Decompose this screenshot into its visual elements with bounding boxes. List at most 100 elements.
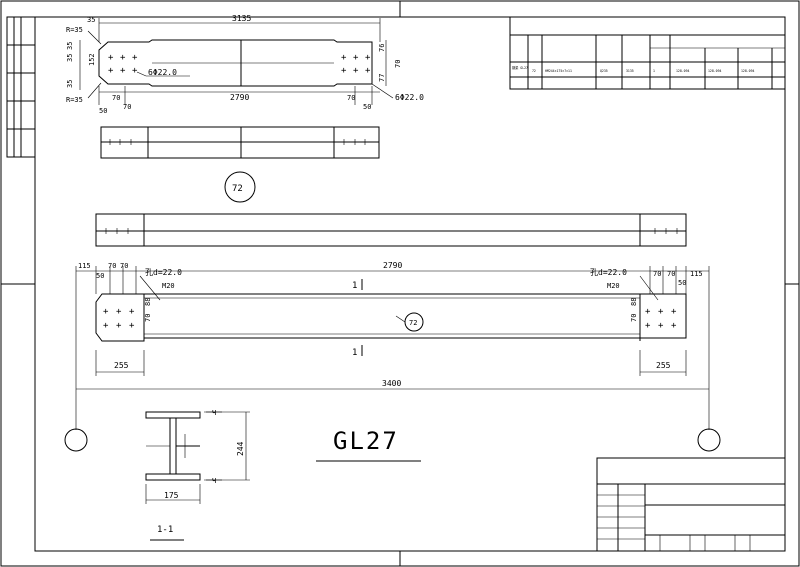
- table-cell-name: 钢梁 GL27: [512, 65, 528, 70]
- title-block: [596, 457, 786, 552]
- svg-text:+: +: [129, 321, 135, 331]
- grid-axis-right: [697, 428, 721, 452]
- svg-text:+: +: [108, 53, 114, 63]
- beam-dim-right-0: 70: [653, 270, 661, 278]
- plate-dim-left-2: 152: [88, 53, 96, 66]
- svg-text:+: +: [658, 307, 664, 317]
- plate-dim-left-1: 35: [66, 54, 74, 62]
- svg-text:+: +: [103, 307, 109, 317]
- beam-dim-right-3: 50: [678, 279, 686, 287]
- beam-vdim-right-0: 88: [630, 298, 638, 306]
- plate-dim-right-1: 70: [394, 60, 402, 68]
- plate-radius-top: R=35: [66, 26, 83, 34]
- plate-dim-bottom-3: 70: [347, 94, 355, 102]
- table-cell-weight-2: 128.094: [708, 69, 722, 73]
- beam-dim-left-1: 70: [108, 262, 116, 270]
- part-number-bubble: 72: [224, 171, 256, 203]
- svg-text:+: +: [365, 66, 371, 76]
- beam-part-number: 72: [409, 319, 417, 327]
- plate-dim-bottom-2: 50: [99, 107, 107, 115]
- plate-radius-bottom: R=35: [66, 96, 83, 104]
- beam-dim-right-2: 115: [690, 270, 703, 278]
- table-cell-weight-3: 128.094: [741, 69, 755, 73]
- beam-bolt-right: M20: [607, 282, 620, 290]
- svg-text:+: +: [353, 53, 359, 63]
- svg-text:+: +: [645, 307, 651, 317]
- plate-top-left-35: 35: [87, 16, 95, 24]
- svg-text:+: +: [645, 321, 651, 331]
- svg-text:+: +: [120, 66, 126, 76]
- material-table: 钢梁 GL27 72 HM244×175×7×11 Q235 3135 1 12…: [509, 16, 786, 90]
- svg-text:+: +: [116, 307, 122, 317]
- beam-hole-note-left: 孔d=22.0: [145, 268, 182, 277]
- plate-dim-bottom-0: 70: [112, 94, 120, 102]
- beam-dim-left-0: 115: [78, 262, 91, 270]
- svg-text:+: +: [132, 53, 138, 63]
- beam-overall-length: 3400: [382, 379, 401, 388]
- grid-axis-left: [64, 428, 88, 452]
- plate-holes-left-label: 6Φ22.0: [148, 68, 177, 77]
- svg-text:+: +: [658, 321, 664, 331]
- table-cell-weight-1: 128.094: [676, 69, 690, 73]
- left-margin-table: [6, 16, 36, 158]
- table-cell-length: 3135: [626, 69, 634, 73]
- section-height: 244: [236, 441, 245, 456]
- svg-text:+: +: [120, 53, 126, 63]
- beam-end-left: 255: [114, 361, 129, 370]
- beam-end-right: 255: [656, 361, 671, 370]
- svg-text:+: +: [129, 307, 135, 317]
- plate-side-view: [100, 126, 380, 159]
- cut-mark-top: 1: [352, 281, 357, 291]
- table-cell-part: 72: [532, 69, 536, 73]
- svg-text:+: +: [108, 66, 114, 76]
- beam-elevation: 115 70 70 50 70 70 115 50 2790 孔d=22.0 孔…: [64, 261, 721, 452]
- plate-dim-right-0: 76: [378, 44, 386, 52]
- svg-text:+: +: [365, 53, 371, 63]
- plate-holes-right-label: 6Φ22.0: [395, 93, 424, 102]
- drawing-title-text: GL27: [333, 427, 399, 455]
- section-1-1: Ч Ч 244 175 1-1: [145, 409, 250, 541]
- beam-dim-left-2: 70: [120, 262, 128, 270]
- table-cell-qty: 1: [653, 69, 655, 73]
- table-cell-material: Q235: [600, 69, 608, 73]
- svg-text:+: +: [132, 66, 138, 76]
- svg-text:Ч: Ч: [212, 409, 216, 417]
- plate-overall-length: 3135: [232, 14, 251, 23]
- plate-dim-left-3: 35: [66, 80, 74, 88]
- plate-dim-bottom-1: 70: [123, 103, 131, 111]
- plate-holes-left: + + + + + +: [108, 53, 138, 76]
- svg-text:+: +: [103, 321, 109, 331]
- beam-top-view: [95, 213, 687, 247]
- section-width: 175: [164, 491, 179, 500]
- beam-bolt-left: M20: [162, 282, 175, 290]
- plate-dim-bottom-4: 50: [363, 103, 371, 111]
- plate-holes-right: + + + + + +: [341, 53, 371, 76]
- svg-text:+: +: [671, 307, 677, 317]
- svg-text:+: +: [341, 66, 347, 76]
- part-number-text: 72: [232, 184, 243, 194]
- svg-text:+: +: [341, 53, 347, 63]
- beam-hole-span: 2790: [383, 261, 402, 270]
- drawing-title: GL27: [316, 427, 421, 462]
- plate-hole-span: 2790: [230, 93, 249, 102]
- beam-holes-left: + + + + + +: [103, 307, 135, 331]
- beam-vdim-left-0: 88: [144, 298, 152, 306]
- section-label: 1-1: [157, 525, 173, 535]
- plate-dim-right-2: 77: [378, 74, 386, 82]
- beam-holes-right: + + + + + +: [645, 307, 677, 331]
- svg-text:+: +: [116, 321, 122, 331]
- beam-vdim-right-1: 70: [630, 314, 638, 322]
- plate-view: 3135 35 +++ +++ +++ +++ R=35 R=35 35 35 …: [66, 14, 424, 115]
- beam-dim-right-1: 70: [667, 270, 675, 278]
- plate-dim-left-0: 35: [66, 42, 74, 50]
- cut-mark-bottom: 1: [352, 348, 357, 358]
- beam-hole-note-right: 孔d=22.0: [590, 268, 627, 277]
- beam-vdim-left-1: 70: [144, 314, 152, 322]
- svg-text:Ч: Ч: [212, 477, 216, 485]
- svg-text:+: +: [671, 321, 677, 331]
- svg-text:+: +: [353, 66, 359, 76]
- beam-dim-left-3: 50: [96, 272, 104, 280]
